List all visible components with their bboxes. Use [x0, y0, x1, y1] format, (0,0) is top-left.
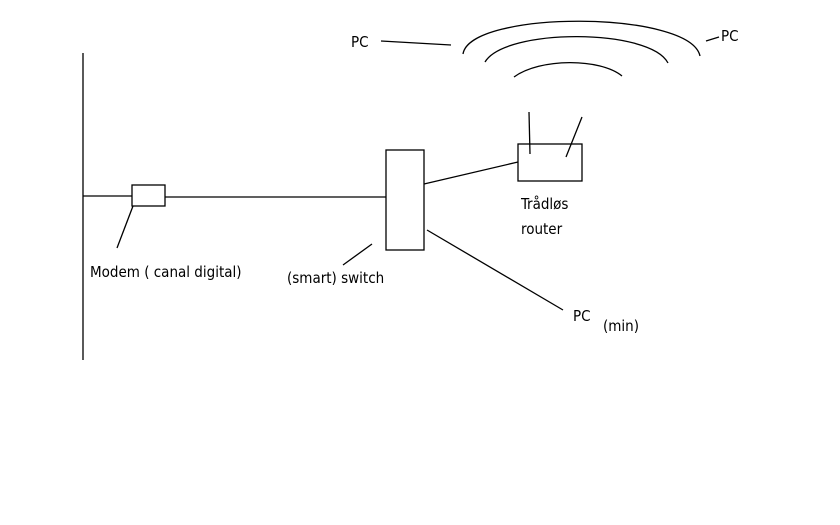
wireless-wave-outer: [462, 20, 701, 57]
wireless-wave-middle: [484, 36, 669, 64]
switch-to-pc-min-line: [426, 229, 564, 311]
pc-min-label: PC: [573, 307, 591, 325]
modem-box: [131, 184, 166, 207]
pc-right-label: PC: [721, 27, 739, 45]
router-antenna-left: [528, 111, 531, 155]
switch-to-router-line: [423, 161, 519, 185]
pc-min-suffix-label: (min): [603, 317, 639, 335]
modem-label: Modem ( canal digital): [90, 263, 242, 281]
switch-label: (smart) switch: [287, 269, 384, 287]
router-antenna-right: [565, 116, 583, 158]
pc-right-pointer: [705, 36, 720, 42]
switch-box: [385, 149, 425, 251]
modem-label-pointer: [116, 205, 134, 249]
switch-label-pointer: [342, 243, 373, 266]
pc-left-label: PC: [351, 33, 369, 51]
pc-left-pointer: [380, 40, 452, 46]
router-label-line1: Trådløs: [520, 195, 568, 213]
router-box: [517, 143, 583, 182]
wireless-wave-inner: [513, 62, 623, 78]
router-label-line2: router: [521, 220, 563, 238]
